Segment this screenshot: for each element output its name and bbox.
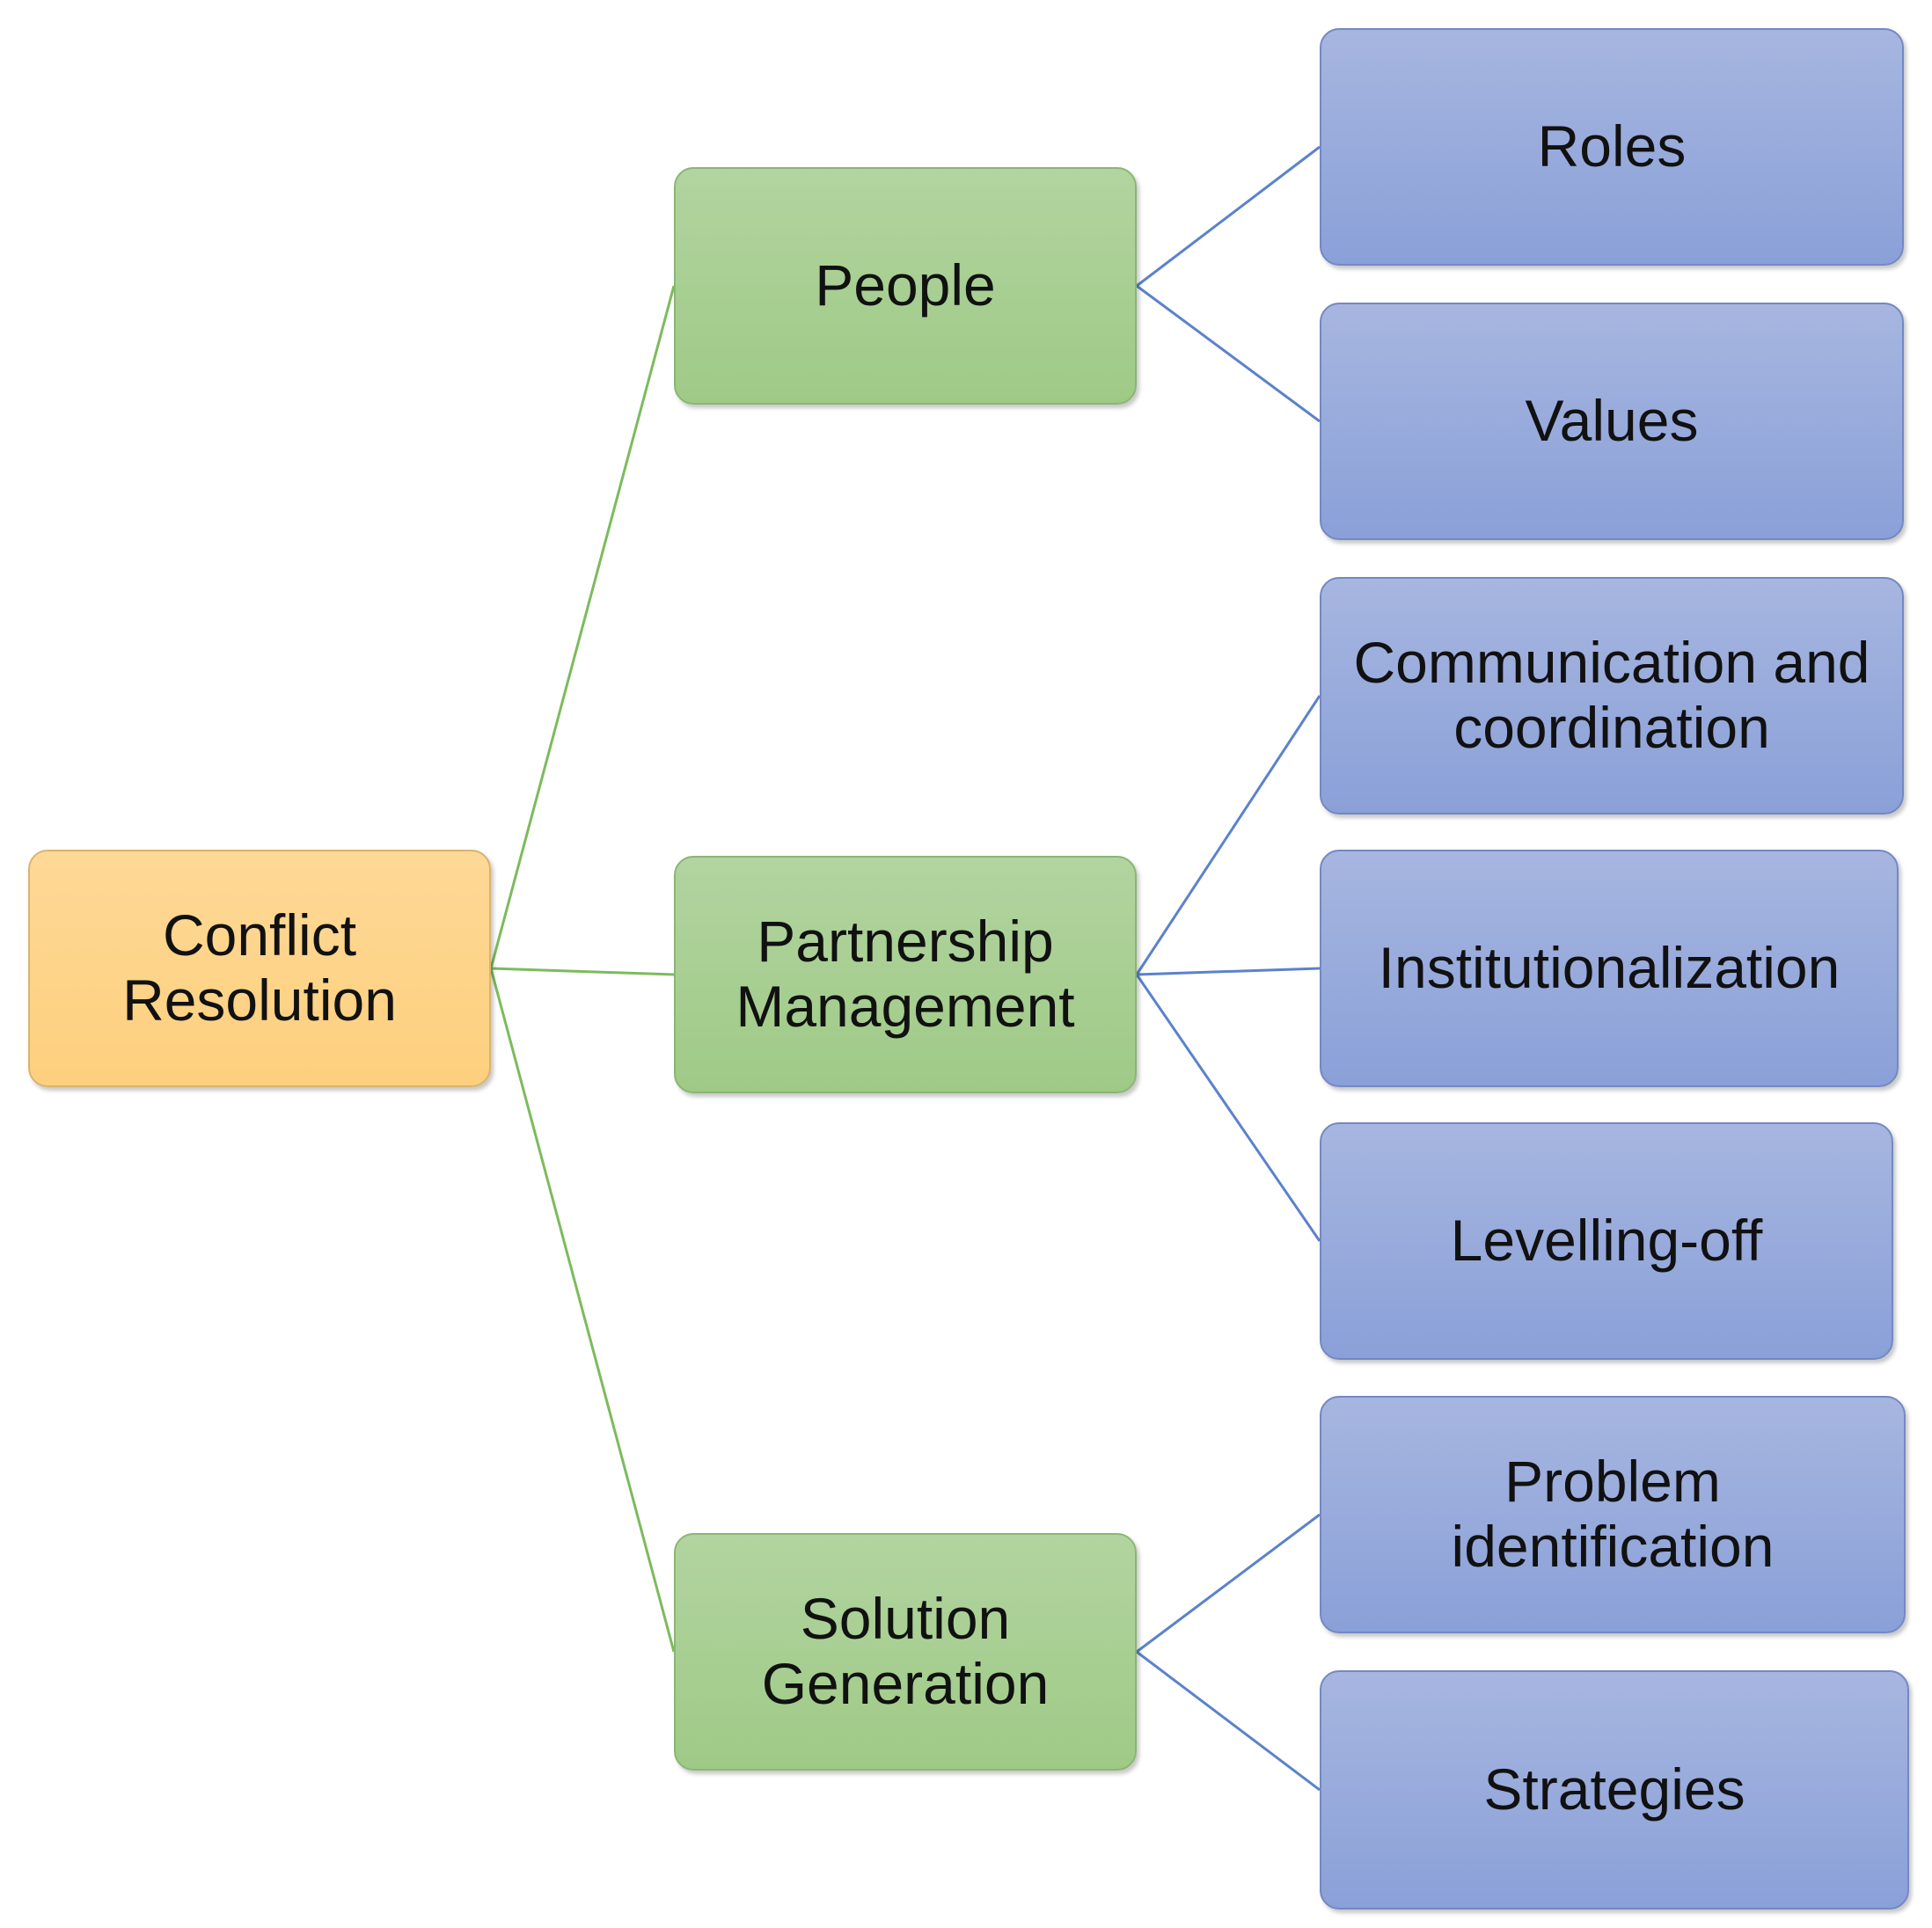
branch-node-partnership-management: Partnership Management (674, 856, 1137, 1093)
leaf-node-communication-and-coordination: Communication and coordination (1320, 577, 1904, 814)
leaf-node-levelling-off: Levelling-off (1320, 1122, 1893, 1360)
connector-root-to-branch (489, 285, 676, 969)
leaf-node-strategies: Strategies (1320, 1670, 1909, 1910)
branch-node-label: Partnership Management (735, 909, 1075, 1039)
connector-branch-to-leaf (1136, 284, 1321, 423)
root-node-label: Conflict Resolution (122, 902, 397, 1033)
leaf-node-label: Roles (1537, 113, 1687, 179)
leaf-node-values: Values (1320, 303, 1904, 540)
leaf-node-label: Strategies (1483, 1756, 1745, 1822)
branch-node-people: People (674, 167, 1137, 405)
root-node-conflict-resolution: Conflict Resolution (28, 850, 491, 1087)
leaf-node-institutionalization: Institutionalization (1320, 850, 1899, 1087)
connector-root-to-branch (489, 968, 676, 1653)
leaf-node-roles: Roles (1320, 28, 1904, 266)
leaf-node-label: Problem identification (1451, 1449, 1775, 1579)
connector-branch-to-leaf (1136, 1650, 1321, 1792)
leaf-node-label: Levelling-off (1450, 1208, 1763, 1274)
leaf-node-problem-identification: Problem identification (1320, 1396, 1906, 1633)
leaf-node-label: Institutionalization (1378, 935, 1841, 1001)
connector-root-to-branch (490, 967, 675, 976)
branch-node-solution-generation: Solution Generation (674, 1533, 1137, 1771)
connector-branch-to-leaf (1136, 967, 1321, 976)
branch-node-label: Solution Generation (761, 1586, 1050, 1716)
leaf-node-label: Values (1525, 388, 1699, 454)
connector-branch-to-leaf (1135, 695, 1321, 975)
branch-node-label: People (815, 252, 996, 318)
connector-branch-to-leaf (1136, 145, 1321, 288)
leaf-node-label: Communication and coordination (1353, 630, 1870, 760)
connector-branch-to-leaf (1136, 1513, 1321, 1654)
connector-branch-to-leaf (1135, 974, 1321, 1242)
